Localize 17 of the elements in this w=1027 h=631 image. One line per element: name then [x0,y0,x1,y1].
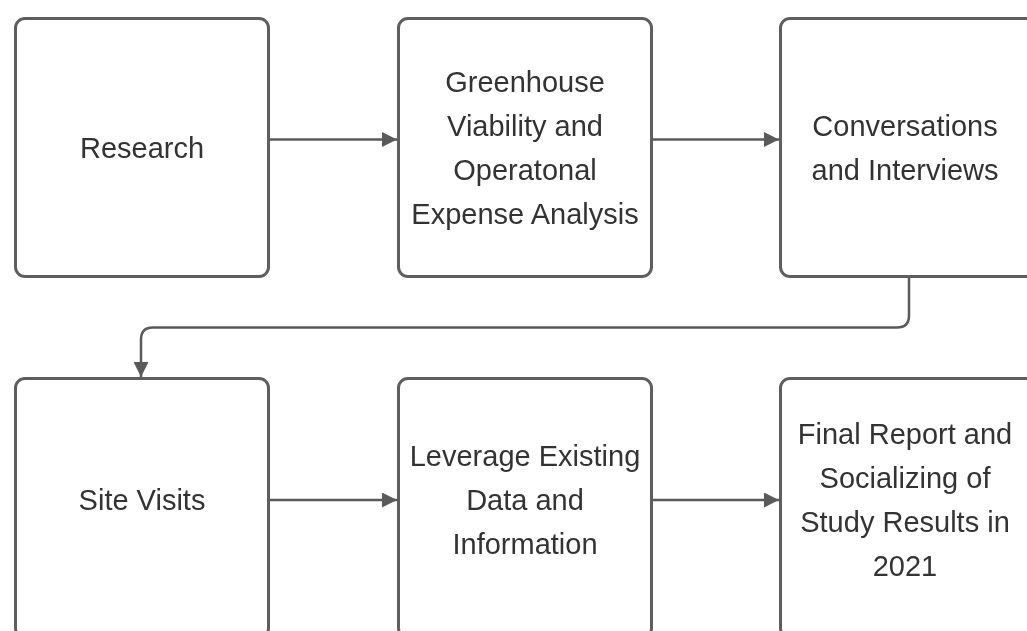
process-box [779,17,1027,278]
arrow [653,492,779,508]
box-label: Greenhouse Viability and Operatonal Expense Analysis [410,64,640,232]
box-label: Final Report and Socializing of Study Results in 2021 [796,417,1014,584]
process-box [14,377,270,631]
process-box [397,17,653,278]
box-label: Leverage Existing Data and Information [408,439,642,562]
arrow [270,492,397,508]
arrow [653,132,779,147]
arrow [133,278,911,377]
box-label: Site Visits [78,483,206,518]
arrow [270,132,397,147]
box-label: Conversations and Interviews [810,108,1000,188]
process-box [779,377,1027,631]
process-box [397,377,653,631]
process-box [14,17,270,278]
box-label: Research [79,130,205,166]
